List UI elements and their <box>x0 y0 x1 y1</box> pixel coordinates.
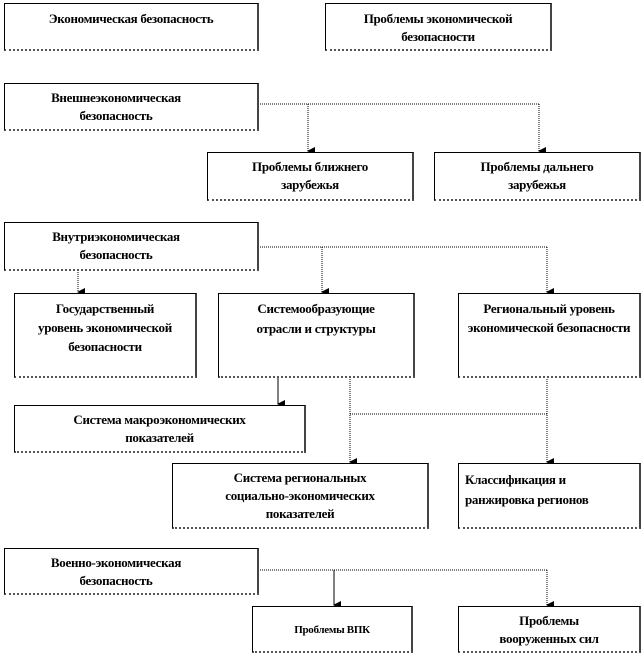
vpk-problems-box: Проблемы ВПК <box>252 606 413 653</box>
armed-forces-problems-box: Проблемы вооруженных сил <box>458 606 641 653</box>
near-abroad-box: Проблемы ближнего зарубежья <box>207 152 414 201</box>
economic-security-box: Экономическая безопасность <box>4 3 259 51</box>
external-economic-security-box: Внешнеэкономическая безопасность <box>4 83 259 131</box>
state-level-box: Государственный уровень экономической бе… <box>14 293 197 378</box>
regional-indicators-box: Система региональных социально-экономиче… <box>172 463 429 529</box>
internal-economic-security-box: Внутриэкономическая безопасность <box>4 222 259 271</box>
military-economic-security-box: Военно-экономическая безопасность <box>4 548 259 595</box>
classification-box: Классификация и ранжировка регионов <box>458 463 641 529</box>
system-forming-box: Системообразующие отрасли и структуры <box>218 293 415 378</box>
far-abroad-box: Проблемы дальнего зарубежья <box>434 152 641 201</box>
macro-indicators-box: Система макроэкономических показателей <box>14 405 306 453</box>
regional-level-box: Региональный уровень экономической безоп… <box>458 293 641 378</box>
problems-economic-security-box: Проблемы экономической безопасности <box>325 3 552 51</box>
